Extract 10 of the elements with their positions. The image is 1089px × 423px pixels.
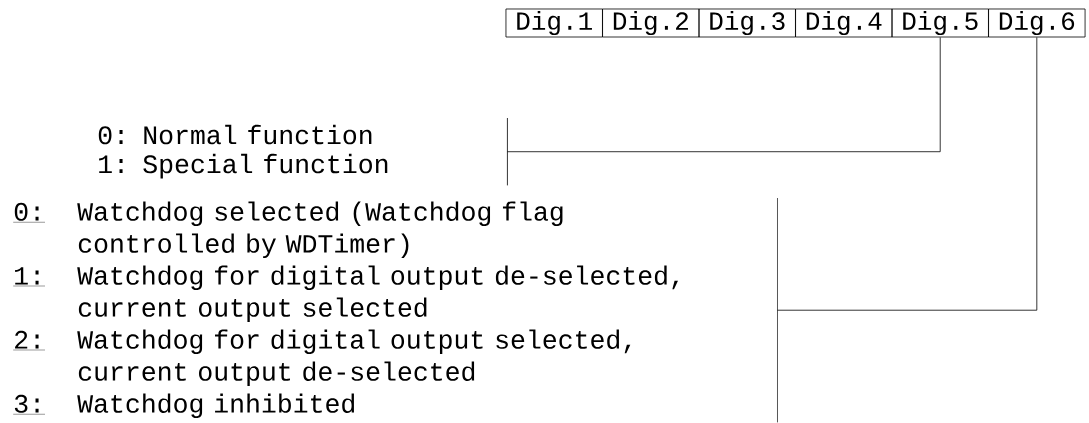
connector-line xyxy=(777,37,1038,311)
connector-line xyxy=(507,37,941,153)
digit-cell: Dig.2 xyxy=(602,8,700,38)
digit-cell: Dig.1 xyxy=(505,8,603,38)
digit-cell: Dig.4 xyxy=(795,8,893,38)
digit-cell: Dig.6 xyxy=(988,8,1086,38)
digit-cell: Dig.5 xyxy=(891,8,989,38)
digit-cell: Dig.3 xyxy=(698,8,796,38)
option-list: 0: Normal function 1: Special function xyxy=(98,117,508,186)
option-list: 0: Watchdog selected (Watchdog flag controlled by WDTimer) 1: Watchdog for digital output de-selected, current output selected 2: Watchdog for digital output selected, current output de-selected 3: Watchdog inhibited xyxy=(13,197,778,423)
